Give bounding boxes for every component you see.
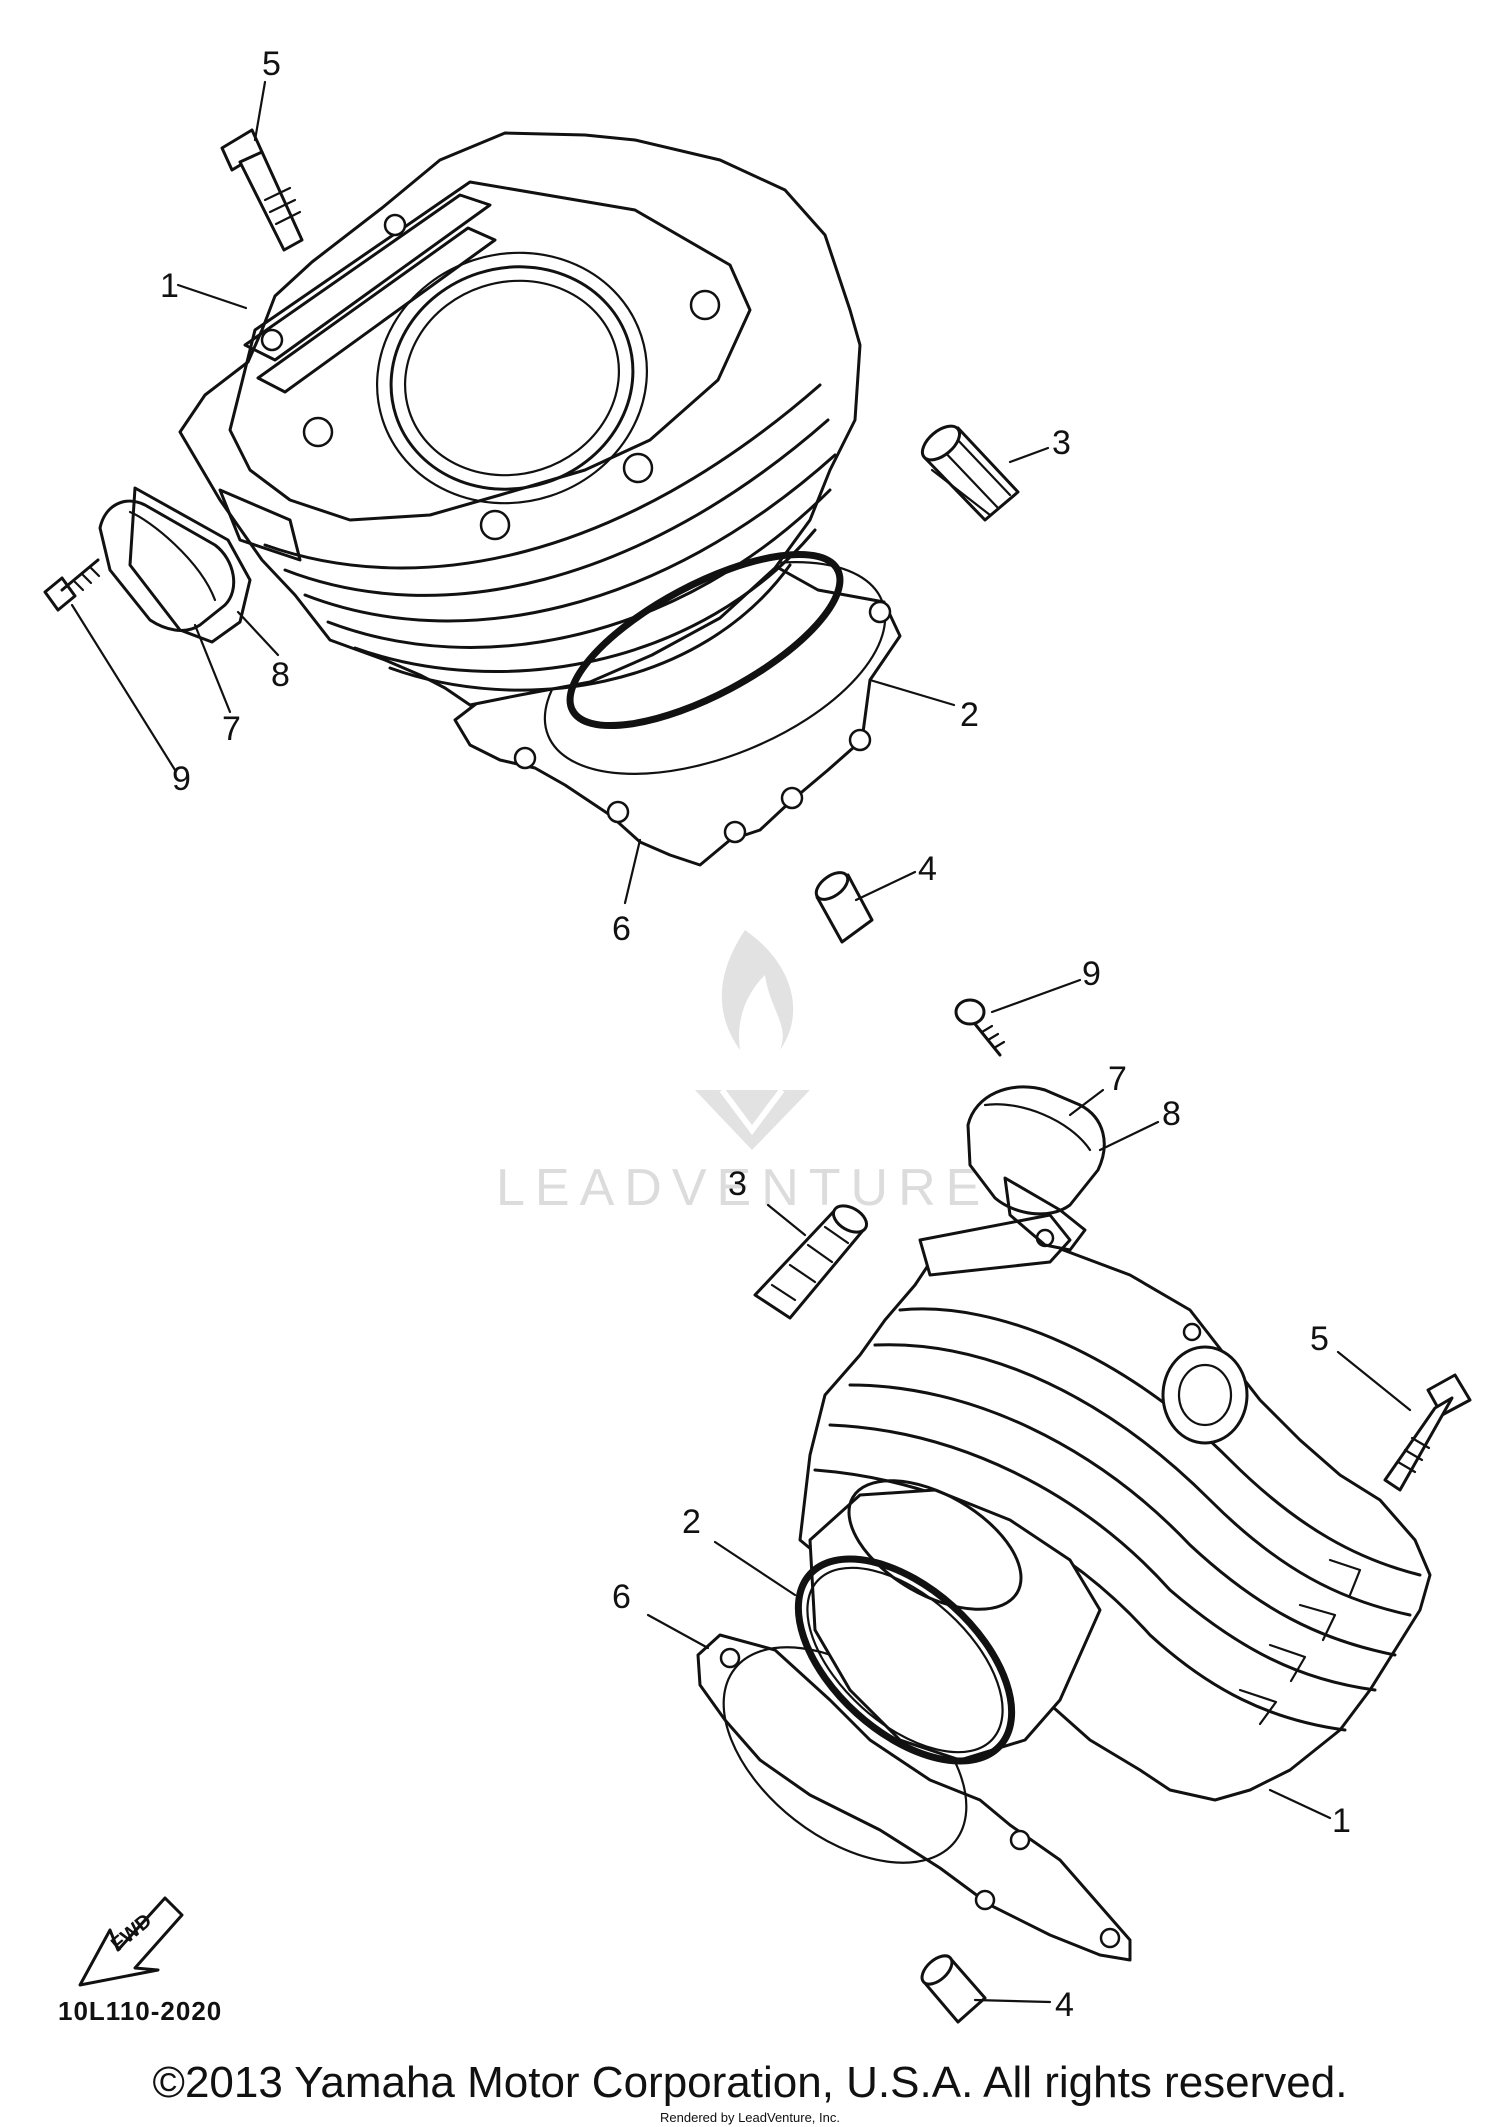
upper-callout-9: 9 — [172, 760, 191, 798]
upper-callout-1: 1 — [160, 267, 179, 305]
lower-base-gasket — [696, 1633, 1132, 1962]
lower-gasket-8 — [1003, 1176, 1087, 1252]
lower-callout-8: 8 — [1162, 1095, 1181, 1133]
lower-callout-5: 5 — [1310, 1320, 1329, 1358]
diagram-code: 10L110-2020 — [58, 1996, 222, 2026]
lower-bolt-5 — [1383, 1373, 1472, 1492]
lower-cylinder-assembly: 1 2 3 4 5 6 7 8 9 — [612, 955, 1472, 2024]
lower-callout-2: 2 — [682, 1503, 701, 1541]
lower-callout-6: 6 — [612, 1578, 631, 1616]
lower-cover-7 — [966, 1085, 1106, 1216]
lower-callout-3: 3 — [728, 1165, 747, 1203]
copyright-notice: ©2013 Yamaha Motor Corporation, U.S.A. A… — [152, 2058, 1348, 2107]
lower-dowel-pin-4 — [920, 1954, 987, 2024]
lower-o-ring — [794, 1555, 1016, 1765]
leadventure-watermark: LEADVENTURE — [496, 930, 990, 1217]
fwd-arrow-icon: FWD — [78, 1896, 184, 1987]
lower-callout-7: 7 — [1108, 1060, 1127, 1098]
lower-bolt-9 — [954, 998, 1006, 1057]
upper-leader-lines — [70, 80, 1050, 905]
upper-o-ring — [566, 550, 844, 730]
upper-dowel-pin-4 — [814, 871, 874, 944]
lower-leader-lines — [646, 978, 1412, 2004]
lower-callout-1: 1 — [1332, 1802, 1351, 1840]
upper-gasket-8 — [128, 486, 252, 644]
upper-cylinder-assembly: 1 2 3 4 5 6 7 8 9 — [43, 45, 1071, 948]
upper-cylinder-body — [178, 131, 862, 707]
upper-bolt-9 — [43, 558, 101, 612]
upper-callout-6: 6 — [612, 910, 631, 948]
upper-callout-3: 3 — [1052, 424, 1071, 462]
watermark-text: LEADVENTURE — [496, 1159, 990, 1217]
lower-callout-4: 4 — [1055, 1986, 1074, 2024]
rendered-by-note: Rendered by LeadVenture, Inc. — [660, 2110, 840, 2125]
upper-dowel-3 — [920, 424, 1020, 522]
lower-cylinder-body — [798, 1213, 1432, 1802]
upper-bolt-5 — [220, 128, 304, 252]
upper-callout-7: 7 — [222, 710, 241, 748]
upper-callout-5: 5 — [262, 45, 281, 83]
lower-callout-9: 9 — [1082, 955, 1101, 993]
upper-callout-8: 8 — [271, 656, 290, 694]
upper-base-gasket — [453, 538, 902, 867]
upper-callout-2: 2 — [960, 696, 979, 734]
lower-dowel-3 — [753, 1204, 869, 1320]
upper-callout-4: 4 — [918, 850, 937, 888]
